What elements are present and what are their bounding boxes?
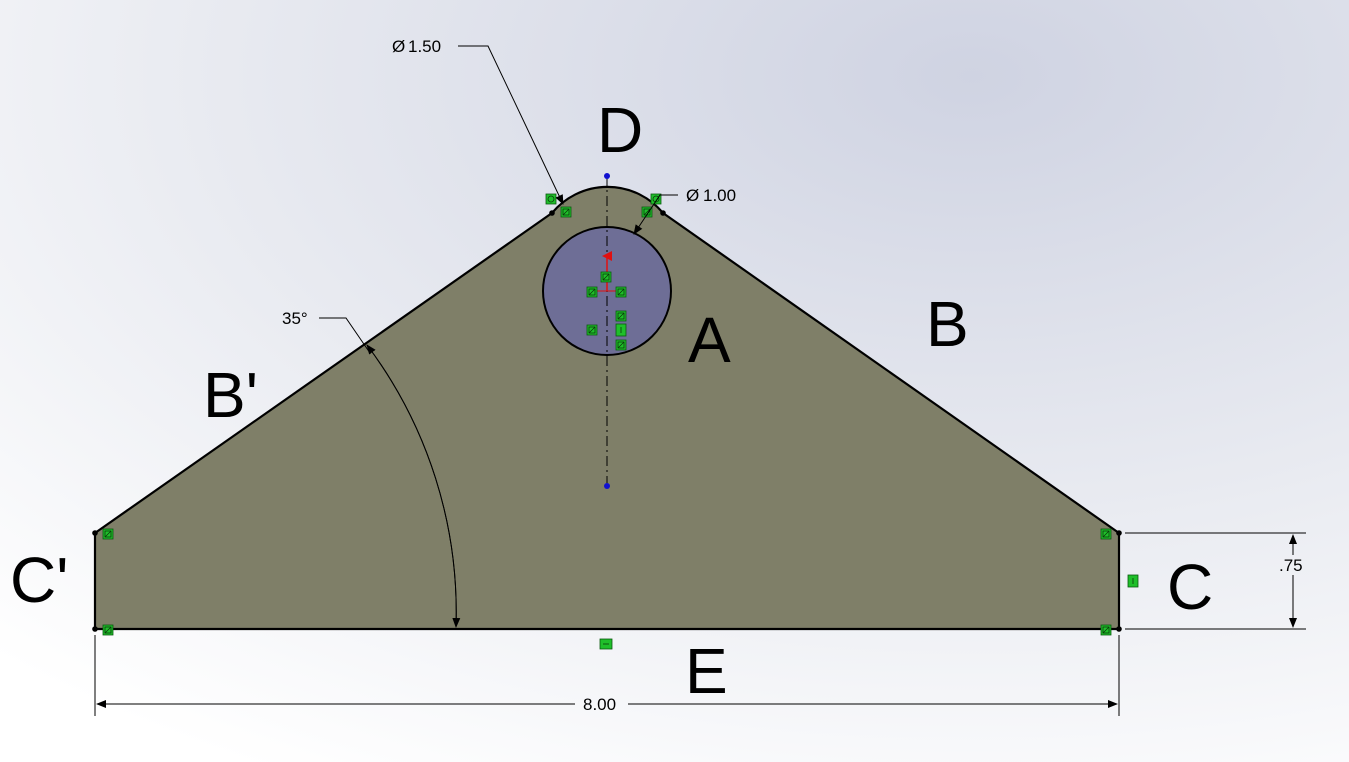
dimension-side-height[interactable]: .75: [1125, 532, 1306, 630]
relation-icon: [560, 206, 572, 218]
label-b-prime: B': [203, 359, 258, 431]
dimension-hole-diameter[interactable]: Ø 1.00: [633, 186, 736, 235]
label-b: B: [926, 288, 969, 360]
part-body[interactable]: [95, 186, 1119, 629]
centerline-endpoint-bottom[interactable]: [604, 483, 610, 489]
diameter-symbol: Ø: [392, 37, 405, 56]
label-c: C: [1167, 551, 1213, 623]
side-height-value: .75: [1279, 556, 1303, 575]
vertex-points: [92, 210, 1122, 632]
relation-icon: [1100, 624, 1112, 636]
relation-icon: [1100, 528, 1112, 540]
relation-icon: [615, 310, 627, 322]
angle-value: 35°: [282, 309, 308, 328]
relation-icon: [102, 624, 114, 636]
edge-b-prime-left[interactable]: [94, 212, 553, 534]
relation-icon: [615, 339, 627, 351]
label-a: A: [688, 304, 731, 376]
relation-icon: [586, 286, 598, 298]
vertical-relation-icon: [1127, 574, 1139, 588]
diameter-symbol: Ø: [686, 186, 699, 205]
centerline-endpoint-top[interactable]: [604, 173, 610, 179]
relation-icon: [650, 193, 662, 205]
arc-diameter-value: 1.50: [408, 37, 441, 56]
relation-icon: [615, 286, 627, 298]
relation-icon: [102, 528, 114, 540]
label-d: D: [597, 94, 643, 166]
relation-icon: [600, 271, 612, 283]
edge-b-right[interactable]: [662, 212, 1120, 534]
relation-icon: [586, 324, 598, 336]
hole-diameter-value: 1.00: [703, 186, 736, 205]
horizontal-relation-icon: [599, 638, 613, 650]
label-e: E: [685, 635, 728, 707]
relation-markers[interactable]: [102, 193, 1139, 650]
label-c-prime: C': [10, 544, 68, 616]
vertical-relation-icon: [615, 323, 627, 337]
dimension-angle[interactable]: 35°: [282, 309, 461, 628]
relation-icon: [545, 193, 557, 205]
width-value: 8.00: [583, 695, 616, 714]
dimension-arc-diameter[interactable]: Ø 1.50: [392, 37, 564, 205]
dimension-width[interactable]: 8.00: [94, 635, 1120, 716]
